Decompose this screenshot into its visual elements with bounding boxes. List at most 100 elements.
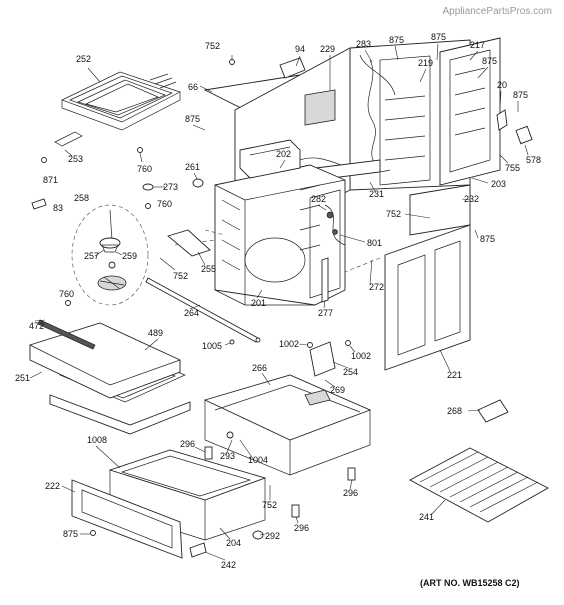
drawer-support-266 <box>203 374 372 476</box>
callout-229: 229 <box>320 44 335 54</box>
cover-255 <box>167 229 211 257</box>
callout-266: 266 <box>252 363 267 373</box>
callout-264: 264 <box>184 308 199 318</box>
broil-element-252 <box>61 67 181 131</box>
callout-221: 221 <box>447 370 462 380</box>
callout-1002-a: 1002 <box>279 339 299 349</box>
callout-875-e: 875 <box>185 114 200 124</box>
convection-fan-group-258 <box>71 204 149 306</box>
drip-pan-251 <box>29 322 191 435</box>
art-number: (ART NO. WB15258 C2) <box>420 578 520 588</box>
callout-760-c: 760 <box>59 289 74 299</box>
callout-760-a: 760 <box>137 164 152 174</box>
callout-83: 83 <box>53 203 63 213</box>
bracket-254 <box>309 341 336 377</box>
callout-252: 252 <box>76 54 91 64</box>
screw-1002-a <box>307 342 313 348</box>
leader-lines <box>29 43 529 561</box>
callout-875-b: 875 <box>431 32 446 42</box>
callout-201: 201 <box>251 298 266 308</box>
callout-232: 232 <box>464 194 479 204</box>
callout-752-d: 752 <box>262 500 277 510</box>
part-273 <box>142 183 154 191</box>
part-261 <box>192 178 204 188</box>
side-panel-221 <box>344 224 471 371</box>
callout-269: 269 <box>330 385 345 395</box>
callout-871: 871 <box>43 175 58 185</box>
callout-752-b: 752 <box>386 209 401 219</box>
callout-277: 277 <box>318 308 333 318</box>
callout-258: 258 <box>74 193 89 203</box>
callout-257: 257 <box>84 251 99 261</box>
oven-rack-241 <box>409 447 549 523</box>
callout-20: 20 <box>497 80 507 90</box>
callout-222: 222 <box>45 481 60 491</box>
callout-875-d: 875 <box>513 90 528 100</box>
callout-875-c: 875 <box>482 56 497 66</box>
callout-203: 203 <box>491 179 506 189</box>
oven-cavity-201 <box>214 139 346 306</box>
callout-760-b: 760 <box>157 199 172 209</box>
leveling-legs-296 <box>204 446 356 518</box>
callout-801: 801 <box>367 238 382 248</box>
callout-272: 272 <box>369 282 384 292</box>
storage-drawer-222 <box>71 449 267 559</box>
screw-1005 <box>229 339 235 345</box>
callout-219: 219 <box>418 58 433 68</box>
hinge-268 <box>477 399 509 423</box>
callout-273: 273 <box>163 182 178 192</box>
callout-1002-b: 1002 <box>351 351 371 361</box>
callout-1008: 1008 <box>87 435 107 445</box>
callout-293: 293 <box>220 451 235 461</box>
callout-296-a: 296 <box>180 439 195 449</box>
callout-472: 472 <box>29 321 44 331</box>
callout-204: 204 <box>226 538 241 548</box>
callout-283: 283 <box>356 39 371 49</box>
callout-242: 242 <box>221 560 236 570</box>
screw-760-a <box>137 147 143 153</box>
watermark: AppliancePartsPros.com <box>442 6 553 17</box>
sensor-277 <box>321 257 329 303</box>
callout-202: 202 <box>276 149 291 159</box>
rod-472 <box>37 319 96 350</box>
knob-578 <box>515 125 533 145</box>
callout-752-a: 752 <box>205 41 220 51</box>
callout-578: 578 <box>526 155 541 165</box>
callout-261: 261 <box>185 162 200 172</box>
callout-241: 241 <box>419 512 434 522</box>
callout-94: 94 <box>295 44 305 54</box>
screw-752-a <box>229 59 235 65</box>
callout-268: 268 <box>447 406 462 416</box>
callout-752-c: 752 <box>173 271 188 281</box>
callout-489: 489 <box>148 328 163 338</box>
callout-255: 255 <box>201 264 216 274</box>
part-242 <box>189 542 207 558</box>
screw-760-b <box>145 203 151 209</box>
screw-1002-b <box>345 340 351 346</box>
callout-296-b: 296 <box>343 488 358 498</box>
callout-1004: 1004 <box>248 455 268 465</box>
callout-251: 251 <box>15 373 30 383</box>
callout-66: 66 <box>188 82 198 92</box>
callout-292: 292 <box>265 531 280 541</box>
callout-231: 231 <box>369 189 384 199</box>
part-83 <box>31 198 47 210</box>
callout-1005: 1005 <box>202 341 222 351</box>
callout-875-f: 875 <box>480 234 495 244</box>
callout-875-a: 875 <box>389 35 404 45</box>
bracket-253 <box>54 131 83 157</box>
callout-217: 217 <box>470 40 485 50</box>
latch-20 <box>496 109 508 131</box>
rod-264 <box>145 277 261 343</box>
callout-259: 259 <box>122 251 137 261</box>
screw-760-c <box>65 300 71 306</box>
screw-875-g <box>90 530 96 536</box>
callout-253: 253 <box>68 154 83 164</box>
callout-296-c: 296 <box>294 523 309 533</box>
callout-254: 254 <box>343 367 358 377</box>
callout-875-g: 875 <box>63 529 78 539</box>
callout-755: 755 <box>505 163 520 173</box>
callout-282: 282 <box>311 194 326 204</box>
